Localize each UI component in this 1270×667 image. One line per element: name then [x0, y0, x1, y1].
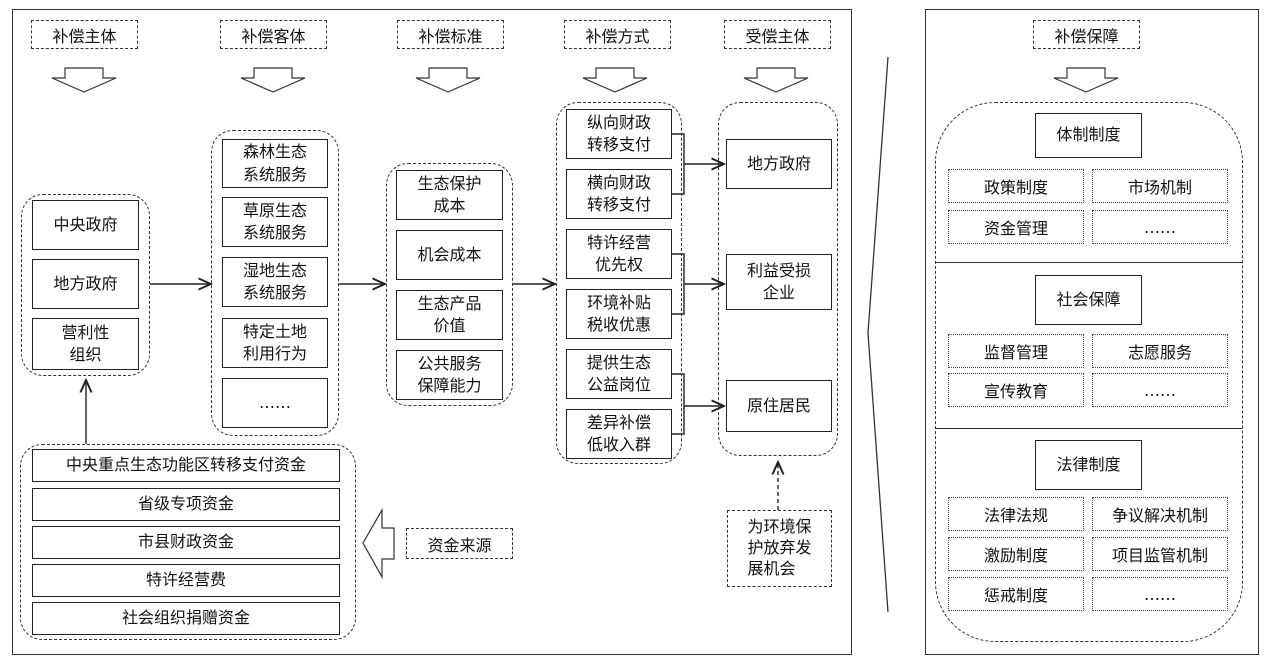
header-method: 补偿方式: [564, 20, 671, 49]
main-framework-frame: [12, 9, 852, 655]
subject-local-gov: 地方政府: [32, 259, 139, 309]
subject-for-profit: 营利性 组织: [32, 318, 139, 370]
left-arrow-icon: [362, 507, 395, 580]
standard-product-value: 生态产品 价值: [396, 290, 503, 340]
down-arrow-icon: [240, 67, 306, 93]
header-guarantee: 补偿保障: [1033, 20, 1140, 49]
recipient-local-gov: 地方政府: [726, 139, 832, 189]
guarantee-group: [935, 102, 1243, 642]
item-education: 宣传教育: [948, 373, 1084, 407]
item-more: ……: [1092, 210, 1228, 244]
header-standard: 补偿标准: [397, 20, 504, 49]
funds-group: [20, 444, 356, 640]
recipient-damaged-enterprise: 利益受损 企业: [726, 254, 832, 310]
chevron-connector-icon: [867, 56, 889, 613]
standard-group: [386, 163, 513, 406]
standard-opportunity-cost: 机会成本: [396, 230, 503, 280]
subject-group: [21, 194, 150, 376]
object-grassland: 草原生态 系统服务: [222, 197, 328, 247]
item-market: 市场机制: [1092, 169, 1228, 203]
object-group: [211, 130, 339, 436]
section-title-institution: 体制制度: [1035, 113, 1142, 158]
down-arrow-icon: [51, 67, 117, 93]
object-wetland: 湿地生态 系统服务: [222, 257, 328, 307]
header-recipient: 受偿主体: [724, 20, 831, 49]
down-arrow-icon: [582, 67, 648, 93]
divider: [936, 262, 1242, 263]
down-arrow-icon: [415, 67, 481, 93]
item-more: ……: [1092, 373, 1228, 407]
divider: [936, 428, 1242, 429]
object-land-use: 特定土地 利用行为: [222, 318, 328, 368]
method-franchise-priority: 特许经营 优先权: [566, 229, 672, 279]
item-project-supervision: 项目监管机制: [1092, 537, 1228, 571]
down-arrow-icon: [1053, 67, 1119, 93]
standard-protection-cost: 生态保护 成本: [396, 170, 503, 220]
item-fund-management: 资金管理: [948, 210, 1084, 244]
guarantee-frame: [925, 9, 1259, 655]
item-supervision: 监督管理: [948, 334, 1084, 368]
down-arrow-icon: [743, 67, 809, 93]
method-public-jobs: 提供生态 公益岗位: [566, 349, 672, 399]
header-subject: 补偿主体: [31, 20, 138, 49]
item-laws: 法律法规: [948, 497, 1084, 531]
method-horizontal-transfer: 横向财政 转移支付: [566, 169, 672, 219]
fund-city-county: 市县财政资金: [32, 526, 340, 559]
fund-provincial: 省级专项资金: [32, 488, 340, 521]
section-title-legal: 法律制度: [1035, 440, 1142, 490]
recipient-group: [718, 102, 838, 456]
fund-source-label: 资金来源: [406, 528, 513, 559]
item-volunteer: 志愿服务: [1092, 334, 1228, 368]
opportunity-box: 为环境保 护放弃发 展机会: [727, 510, 832, 587]
standard-public-service: 公共服务 保障能力: [396, 350, 503, 400]
item-punishment: 惩戒制度: [948, 577, 1084, 611]
section-title-social: 社会保障: [1035, 275, 1142, 325]
fund-donations: 社会组织捐赠资金: [32, 602, 340, 635]
method-low-income: 差异补偿 低收入群: [566, 409, 672, 459]
method-group: [556, 102, 682, 464]
item-incentive: 激励制度: [948, 537, 1084, 571]
object-forest: 森林生态 系统服务: [222, 139, 328, 188]
item-dispute-resolution: 争议解决机制: [1092, 497, 1228, 531]
method-vertical-transfer: 纵向财政 转移支付: [566, 109, 672, 159]
fund-franchise-fee: 特许经营费: [32, 564, 340, 597]
subject-central-gov: 中央政府: [32, 200, 139, 250]
item-policy: 政策制度: [948, 169, 1084, 203]
fund-central-transfer: 中央重点生态功能区转移支付资金: [32, 449, 340, 482]
item-more: ……: [1092, 577, 1228, 611]
recipient-residents: 原住居民: [726, 380, 832, 432]
object-more: ……: [222, 378, 328, 428]
header-object: 补偿客体: [220, 20, 327, 49]
method-env-subsidy: 环境补贴 税收优惠: [566, 289, 672, 339]
